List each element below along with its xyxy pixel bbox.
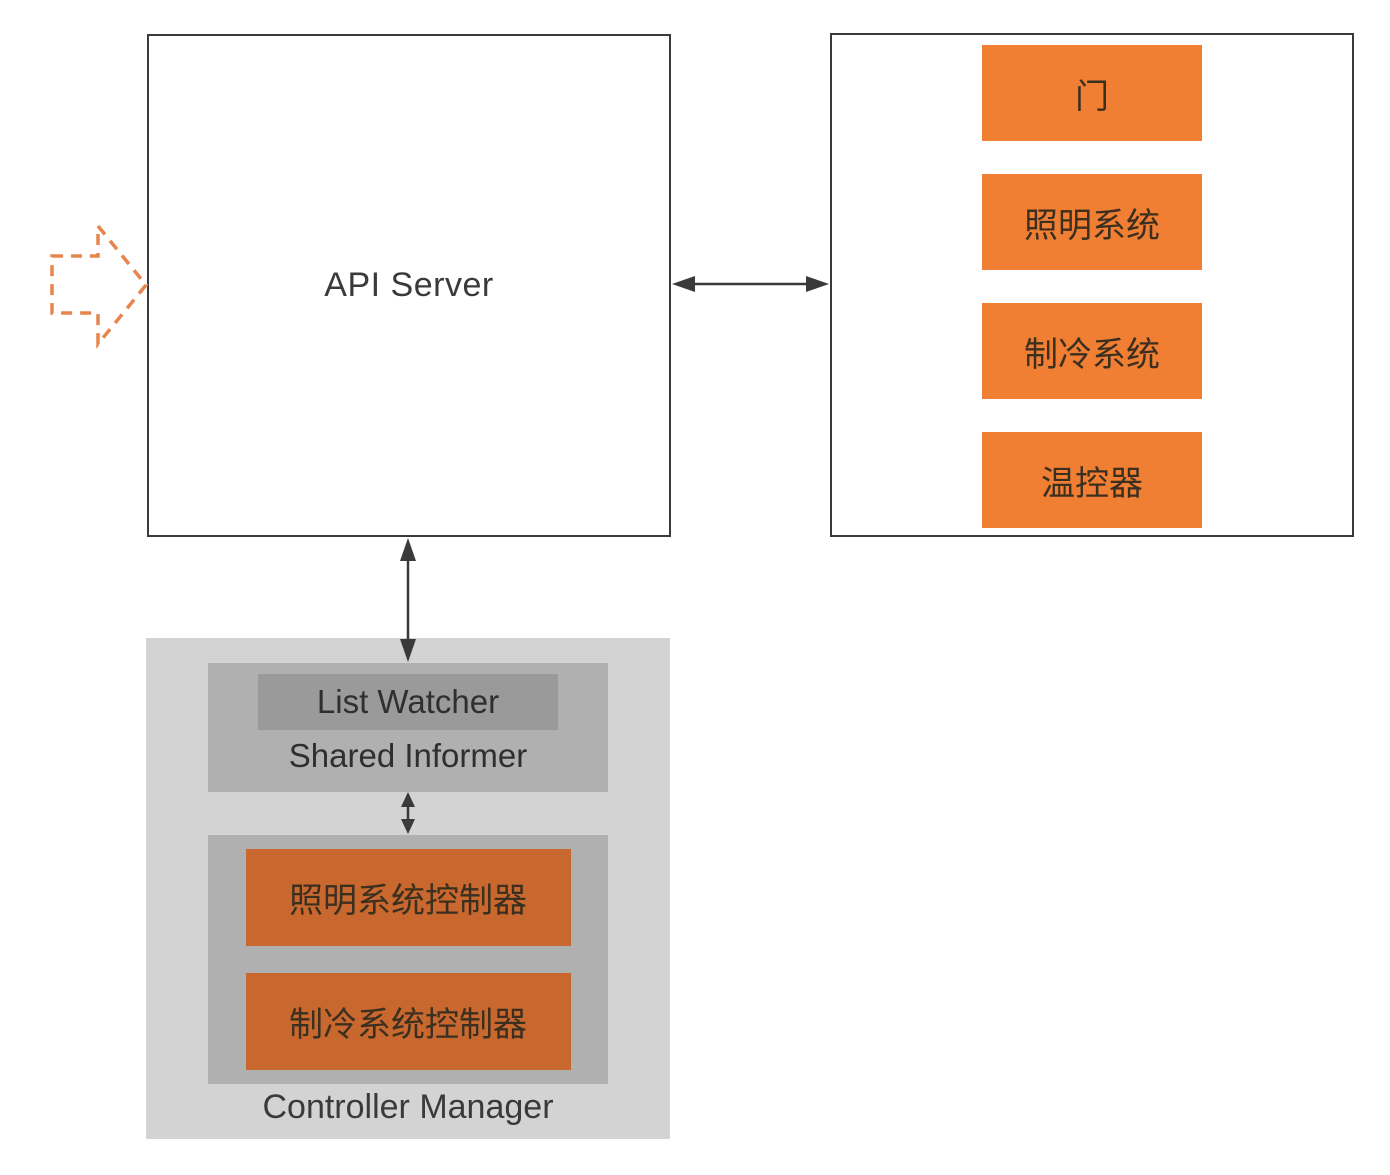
device-door-box: 门 [982,45,1202,141]
cooling-system-controller-box: 制冷系统控制器 [245,973,571,1070]
api-server-label: API Server [324,266,494,304]
controllers-group-box: 照明系统控制器 制冷系统控制器 [208,835,608,1084]
list-watcher-box: List Watcher [258,674,558,730]
shared-informer-label: Shared Informer [288,737,528,774]
shared-informer-box: List Watcher Shared Informer [208,663,608,792]
controller-manager-label: Controller Manager [262,1088,554,1126]
api-server-box: API Server [147,34,671,537]
inbound-request-arrow-icon [50,221,149,349]
controller-manager-box: List Watcher Shared Informer 照明系统控制器 制冷系… [146,638,670,1139]
device-thermostat-box: 温控器 [982,432,1202,528]
lighting-system-controller-box: 照明系统控制器 [245,849,571,946]
device-lighting-system-box: 照明系统 [982,174,1202,270]
api-devices-arrow-icon [672,276,829,292]
device-cooling-system-box: 制冷系统 [982,303,1202,399]
devices-panel: 门 照明系统 制冷系统 温控器 [830,33,1354,537]
